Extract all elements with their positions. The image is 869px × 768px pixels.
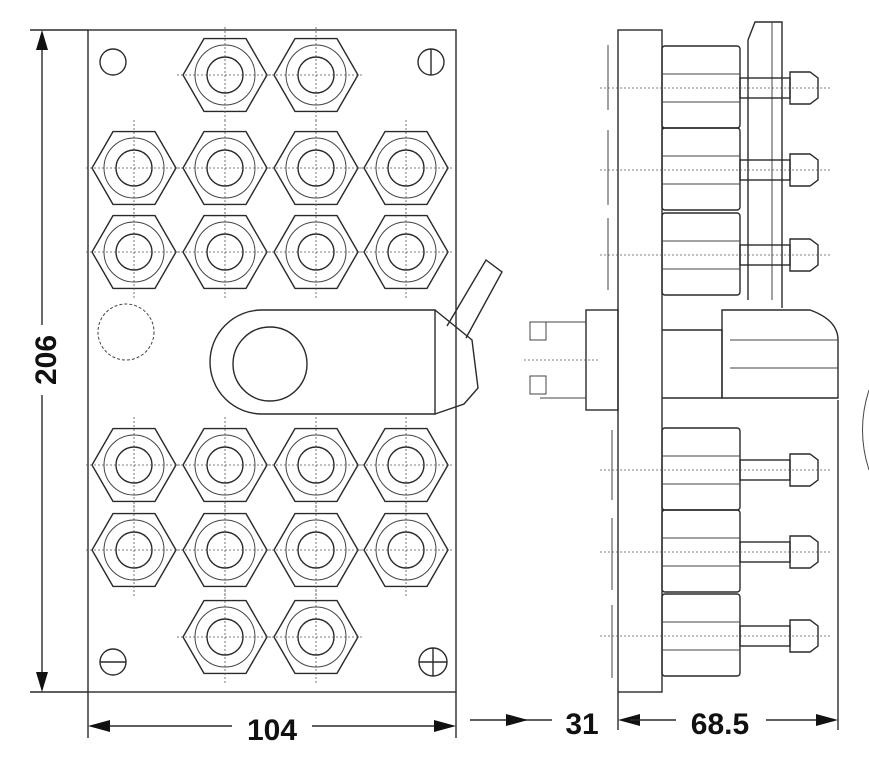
side-view [524, 21, 839, 693]
hose-fitting [600, 212, 830, 296]
port-fitting [177, 589, 273, 685]
blank-port [97, 303, 155, 361]
hose-fitting [600, 509, 830, 593]
front-panel-outline [87, 29, 457, 693]
port-fitting [86, 502, 182, 598]
port-fitting [177, 417, 273, 513]
port-fitting [358, 417, 454, 513]
fitting-stack [600, 45, 830, 677]
center-hub [524, 309, 839, 411]
hose-fitting [600, 427, 830, 511]
port-fitting [86, 417, 182, 513]
port-fitting [86, 204, 182, 300]
port-fitting [358, 502, 454, 598]
port-fitting [268, 27, 364, 123]
port-fitting [177, 502, 273, 598]
port-fitting [177, 27, 273, 123]
side-flange [617, 29, 663, 693]
lever-hole [232, 326, 308, 402]
hose-fitting [600, 127, 830, 211]
port-fitting [177, 204, 273, 300]
port-fitting [86, 120, 182, 216]
port-fitting [268, 502, 364, 598]
hose-fitting [600, 593, 830, 677]
edge-artifact [862, 389, 869, 471]
hose-fitting [600, 45, 830, 129]
width-dimension: 104 [247, 714, 297, 747]
port-fitting [177, 120, 273, 216]
port-fitting [268, 417, 364, 513]
dimension-lines: 206 104 31 68.5 [28, 29, 839, 747]
depth-front-dimension: 31 [565, 708, 598, 741]
port-fitting [268, 204, 364, 300]
port-fitting [358, 120, 454, 216]
port-fitting [358, 204, 454, 300]
height-dimension: 206 [30, 335, 63, 385]
port-fitting [268, 589, 364, 685]
port-grid [86, 27, 454, 685]
front-view [86, 27, 503, 693]
lever-handle [209, 258, 503, 415]
port-fitting [268, 120, 364, 216]
mount-hole-top-left [99, 48, 127, 76]
depth-rear-dimension: 68.5 [691, 708, 749, 741]
